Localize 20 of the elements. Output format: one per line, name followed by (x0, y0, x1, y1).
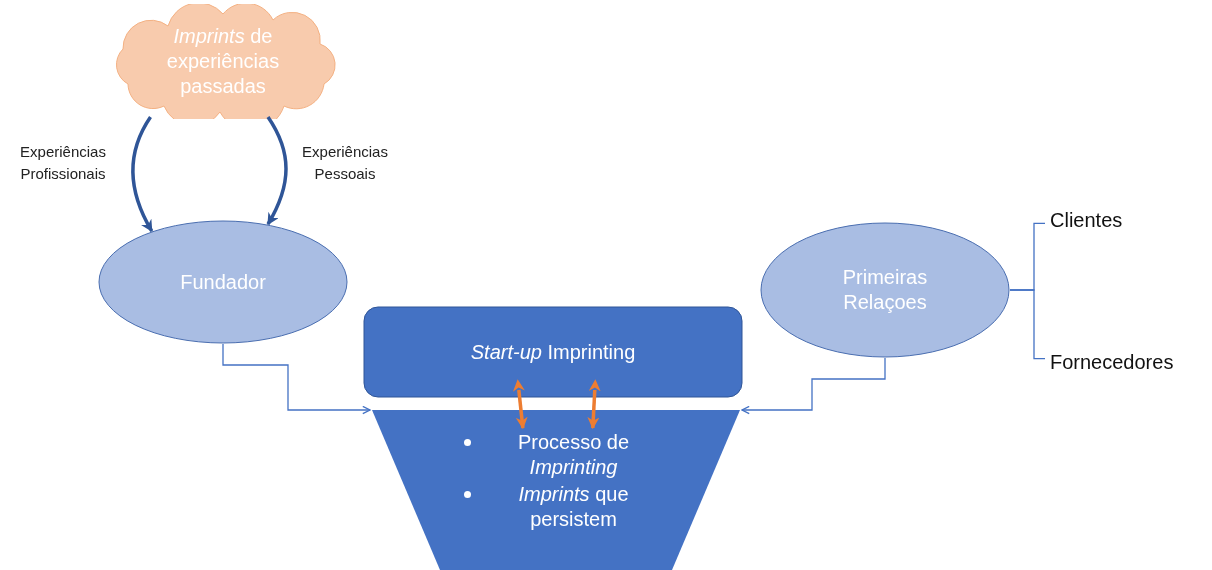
arrow (131, 116, 154, 233)
ellipse-node (760, 222, 1010, 358)
node-label: Start-up Imprinting (470, 339, 636, 365)
funnel-shape (372, 410, 740, 570)
double-arrow (587, 379, 601, 430)
double-arrow (512, 379, 528, 430)
arrow (741, 357, 886, 415)
bracket-line (1009, 289, 1046, 360)
node-label: Primeiras Relaçoes (841, 265, 929, 315)
bullet-text: Imprints que persistem (517, 482, 630, 532)
node-label: Imprints de experiências passadas (165, 24, 281, 99)
arrow (266, 116, 288, 226)
edge-label: Experiências Pessoais (301, 142, 389, 184)
process-box (363, 306, 743, 398)
edge-label: Experiências Profissionais (19, 142, 107, 184)
item-text: Fornecedores (1050, 349, 1174, 375)
arrow (222, 343, 371, 415)
node-label: Fundador (180, 269, 266, 295)
ellipse-node (98, 220, 348, 344)
item-text: Clientes (1050, 207, 1123, 233)
